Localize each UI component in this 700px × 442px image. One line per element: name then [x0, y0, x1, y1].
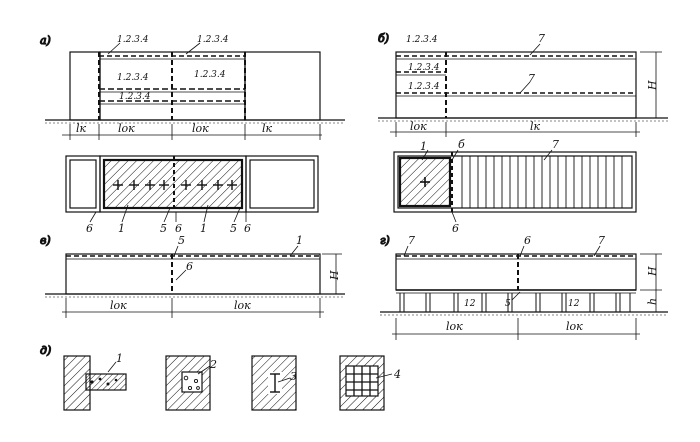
- panel-d-details: д): [39, 343, 393, 411]
- v-6: 6: [186, 260, 193, 273]
- panel-v-label: в): [40, 234, 51, 247]
- g-H: H: [646, 266, 659, 277]
- g-12-left: 12: [464, 299, 476, 309]
- plan-a-6-mid: 6: [175, 222, 182, 235]
- v-1: 1: [296, 234, 303, 247]
- panel-g-elevation: г): [379, 233, 668, 340]
- panel-a-labels: 1.2.3.4 1.2.3.4 1.2.3.4 1.2.3.4 1.2.3.4 …: [76, 35, 273, 135]
- label-a-top-left: 1.2.3.4: [117, 35, 149, 45]
- d-2: 2: [209, 358, 217, 371]
- panel-g-labels: 7 6 7 12 5 12 H h lок lок: [408, 234, 659, 333]
- g-5: 5: [505, 299, 511, 309]
- panel-a-elevation: а): [39, 33, 345, 140]
- d-4: 4: [393, 368, 401, 381]
- d-1: 1: [116, 352, 123, 365]
- plan-a-1-left: 1: [118, 222, 125, 235]
- label-b-mid-1: 1.2.3.4: [408, 63, 440, 73]
- panel-b-plan: [393, 149, 637, 223]
- dim-v-lok-2: lок: [234, 299, 251, 312]
- panel-d-labels: 1 2 3 4: [116, 352, 401, 383]
- panel-a-plan-labels: 6 1 5 6 1 5 6: [86, 222, 251, 235]
- label-b-7-mid: 7: [528, 72, 535, 85]
- dim-b-lk: lк: [530, 120, 541, 133]
- panel-v-elevation: в): [39, 233, 345, 318]
- g-h: h: [646, 298, 659, 305]
- g-6: 6: [524, 234, 531, 247]
- plan-a-6-left: 6: [86, 222, 93, 235]
- panel-d-label: д): [40, 344, 51, 357]
- panel-b-plan-slats: [461, 156, 623, 208]
- panel-b-elevation: б): [377, 31, 668, 137]
- plan-b-1: 1: [420, 140, 427, 153]
- plan-a-5-left: 5: [160, 222, 167, 235]
- plan-a-6-right: 6: [244, 222, 251, 235]
- dim-a-lok-2: lок: [192, 122, 209, 135]
- g-7-left: 7: [408, 234, 415, 247]
- dim-a-lk-left: lк: [76, 122, 87, 135]
- plan-a-5-right: 5: [230, 222, 237, 235]
- panel-b-labels: 1.2.3.4 7 1.2.3.4 1.2.3.4 7 H lок lк: [406, 32, 659, 133]
- panel-b-plan-labels: 1 б 7 6: [420, 138, 559, 235]
- dim-g-lok-1: lок: [446, 320, 463, 333]
- label-a-mid-right: 1.2.3.4: [194, 70, 226, 80]
- dim-g-lok-2: lок: [566, 320, 583, 333]
- dim-b-lok: lок: [410, 120, 427, 133]
- panel-b-label: б): [378, 32, 389, 45]
- plan-b-7: 7: [552, 138, 559, 151]
- g-12-right: 12: [568, 299, 580, 309]
- panel-a-plan: [65, 155, 319, 223]
- dim-a-lok-1: lок: [118, 122, 135, 135]
- v-H: H: [328, 270, 341, 281]
- label-b-top: 1.2.3.4: [406, 35, 438, 45]
- panel-a-label: а): [40, 34, 51, 47]
- label-a-mid-left: 1.2.3.4: [117, 73, 149, 83]
- dim-v-lok-1: lок: [110, 299, 127, 312]
- label-a-low-left: 1.2.3.4: [119, 92, 151, 102]
- label-b-mid-2: 1.2.3.4: [408, 82, 440, 92]
- plan-b-6-bottom: 6: [452, 222, 459, 235]
- plan-b-6-top: б: [458, 138, 465, 151]
- dim-b-H: H: [646, 80, 659, 91]
- plan-a-1-right: 1: [200, 222, 207, 235]
- v-5: 5: [178, 234, 185, 247]
- label-b-7-top: 7: [538, 32, 545, 45]
- dim-a-lk-right: lк: [262, 122, 273, 135]
- panel-g-label: г): [380, 234, 390, 247]
- label-a-top-right: 1.2.3.4: [197, 35, 229, 45]
- d-3: 3: [290, 370, 297, 383]
- g-7-right: 7: [598, 234, 605, 247]
- panel-v-labels: 5 1 6 H lок lок: [110, 234, 341, 312]
